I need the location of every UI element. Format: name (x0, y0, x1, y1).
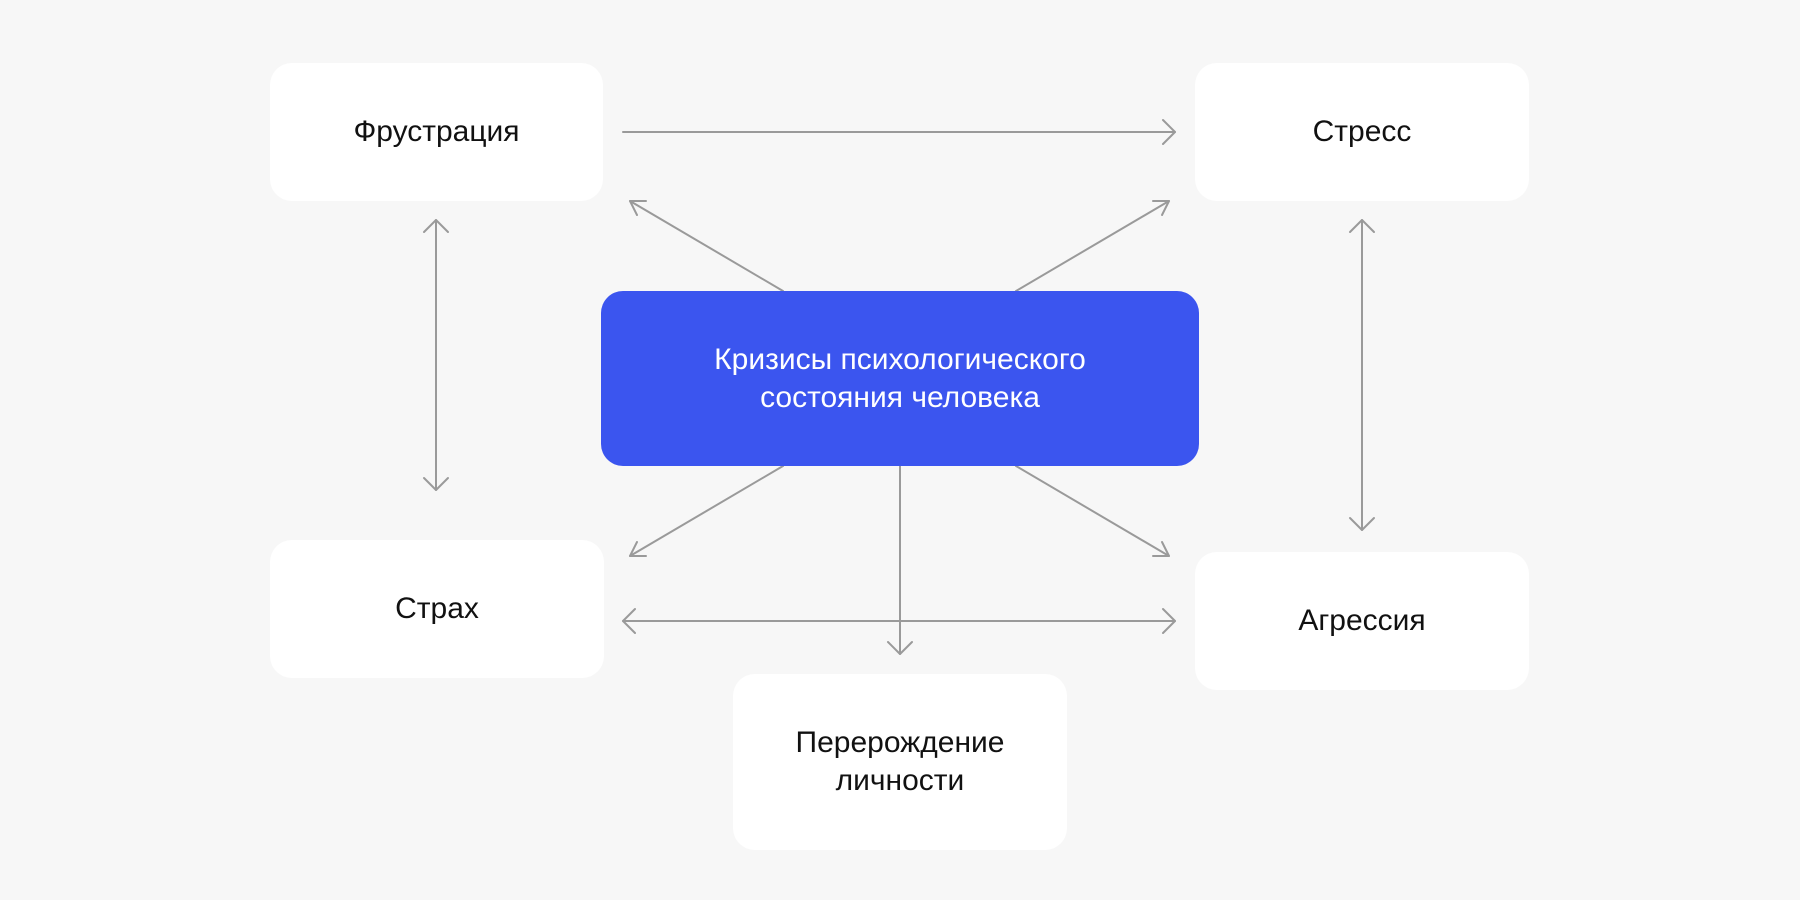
arrowhead-center-rebirth (887, 641, 913, 655)
arrowhead-frustration-stress (1162, 119, 1176, 145)
arrowhead-center-stress (1152, 200, 1170, 216)
edge-center-fear (629, 465, 784, 557)
arrowhead-frustration-fear-bottom (423, 477, 449, 491)
node-center: Кризисы психологического состояния челов… (601, 291, 1199, 466)
node-stress-label: Стресс (1312, 115, 1412, 148)
node-aggression-label: Агрессия (1298, 604, 1426, 637)
arrowhead-fear-aggression-right (1162, 608, 1176, 634)
edge-center-frustration (629, 200, 784, 292)
arrowhead-frustration-fear-top (423, 219, 449, 233)
arrowhead-center-aggression (1152, 541, 1170, 557)
arrowhead-center-frustration (629, 200, 647, 216)
arrowhead-stress-aggression-top (1349, 219, 1375, 233)
arrowhead-center-fear (629, 541, 647, 557)
node-rebirth: Перерождение личности (733, 674, 1067, 850)
node-rebirth-label: Перерождение личности (795, 726, 1005, 797)
node-center-label: Кризисы психологического состояния челов… (714, 342, 1086, 414)
node-fear-label: Страх (395, 592, 479, 625)
node-fear: Страх (270, 540, 604, 678)
arrowhead-stress-aggression-bottom (1349, 517, 1375, 531)
node-stress: Стресс (1195, 63, 1529, 201)
edge-center-stress (1015, 200, 1170, 292)
arrowhead-fear-aggression-left (622, 608, 636, 634)
node-aggression: Агрессия (1195, 552, 1529, 690)
node-frustration: Фрустрация (270, 63, 603, 201)
node-frustration-label: Фрустрация (353, 115, 520, 148)
edge-center-aggression (1015, 465, 1170, 557)
